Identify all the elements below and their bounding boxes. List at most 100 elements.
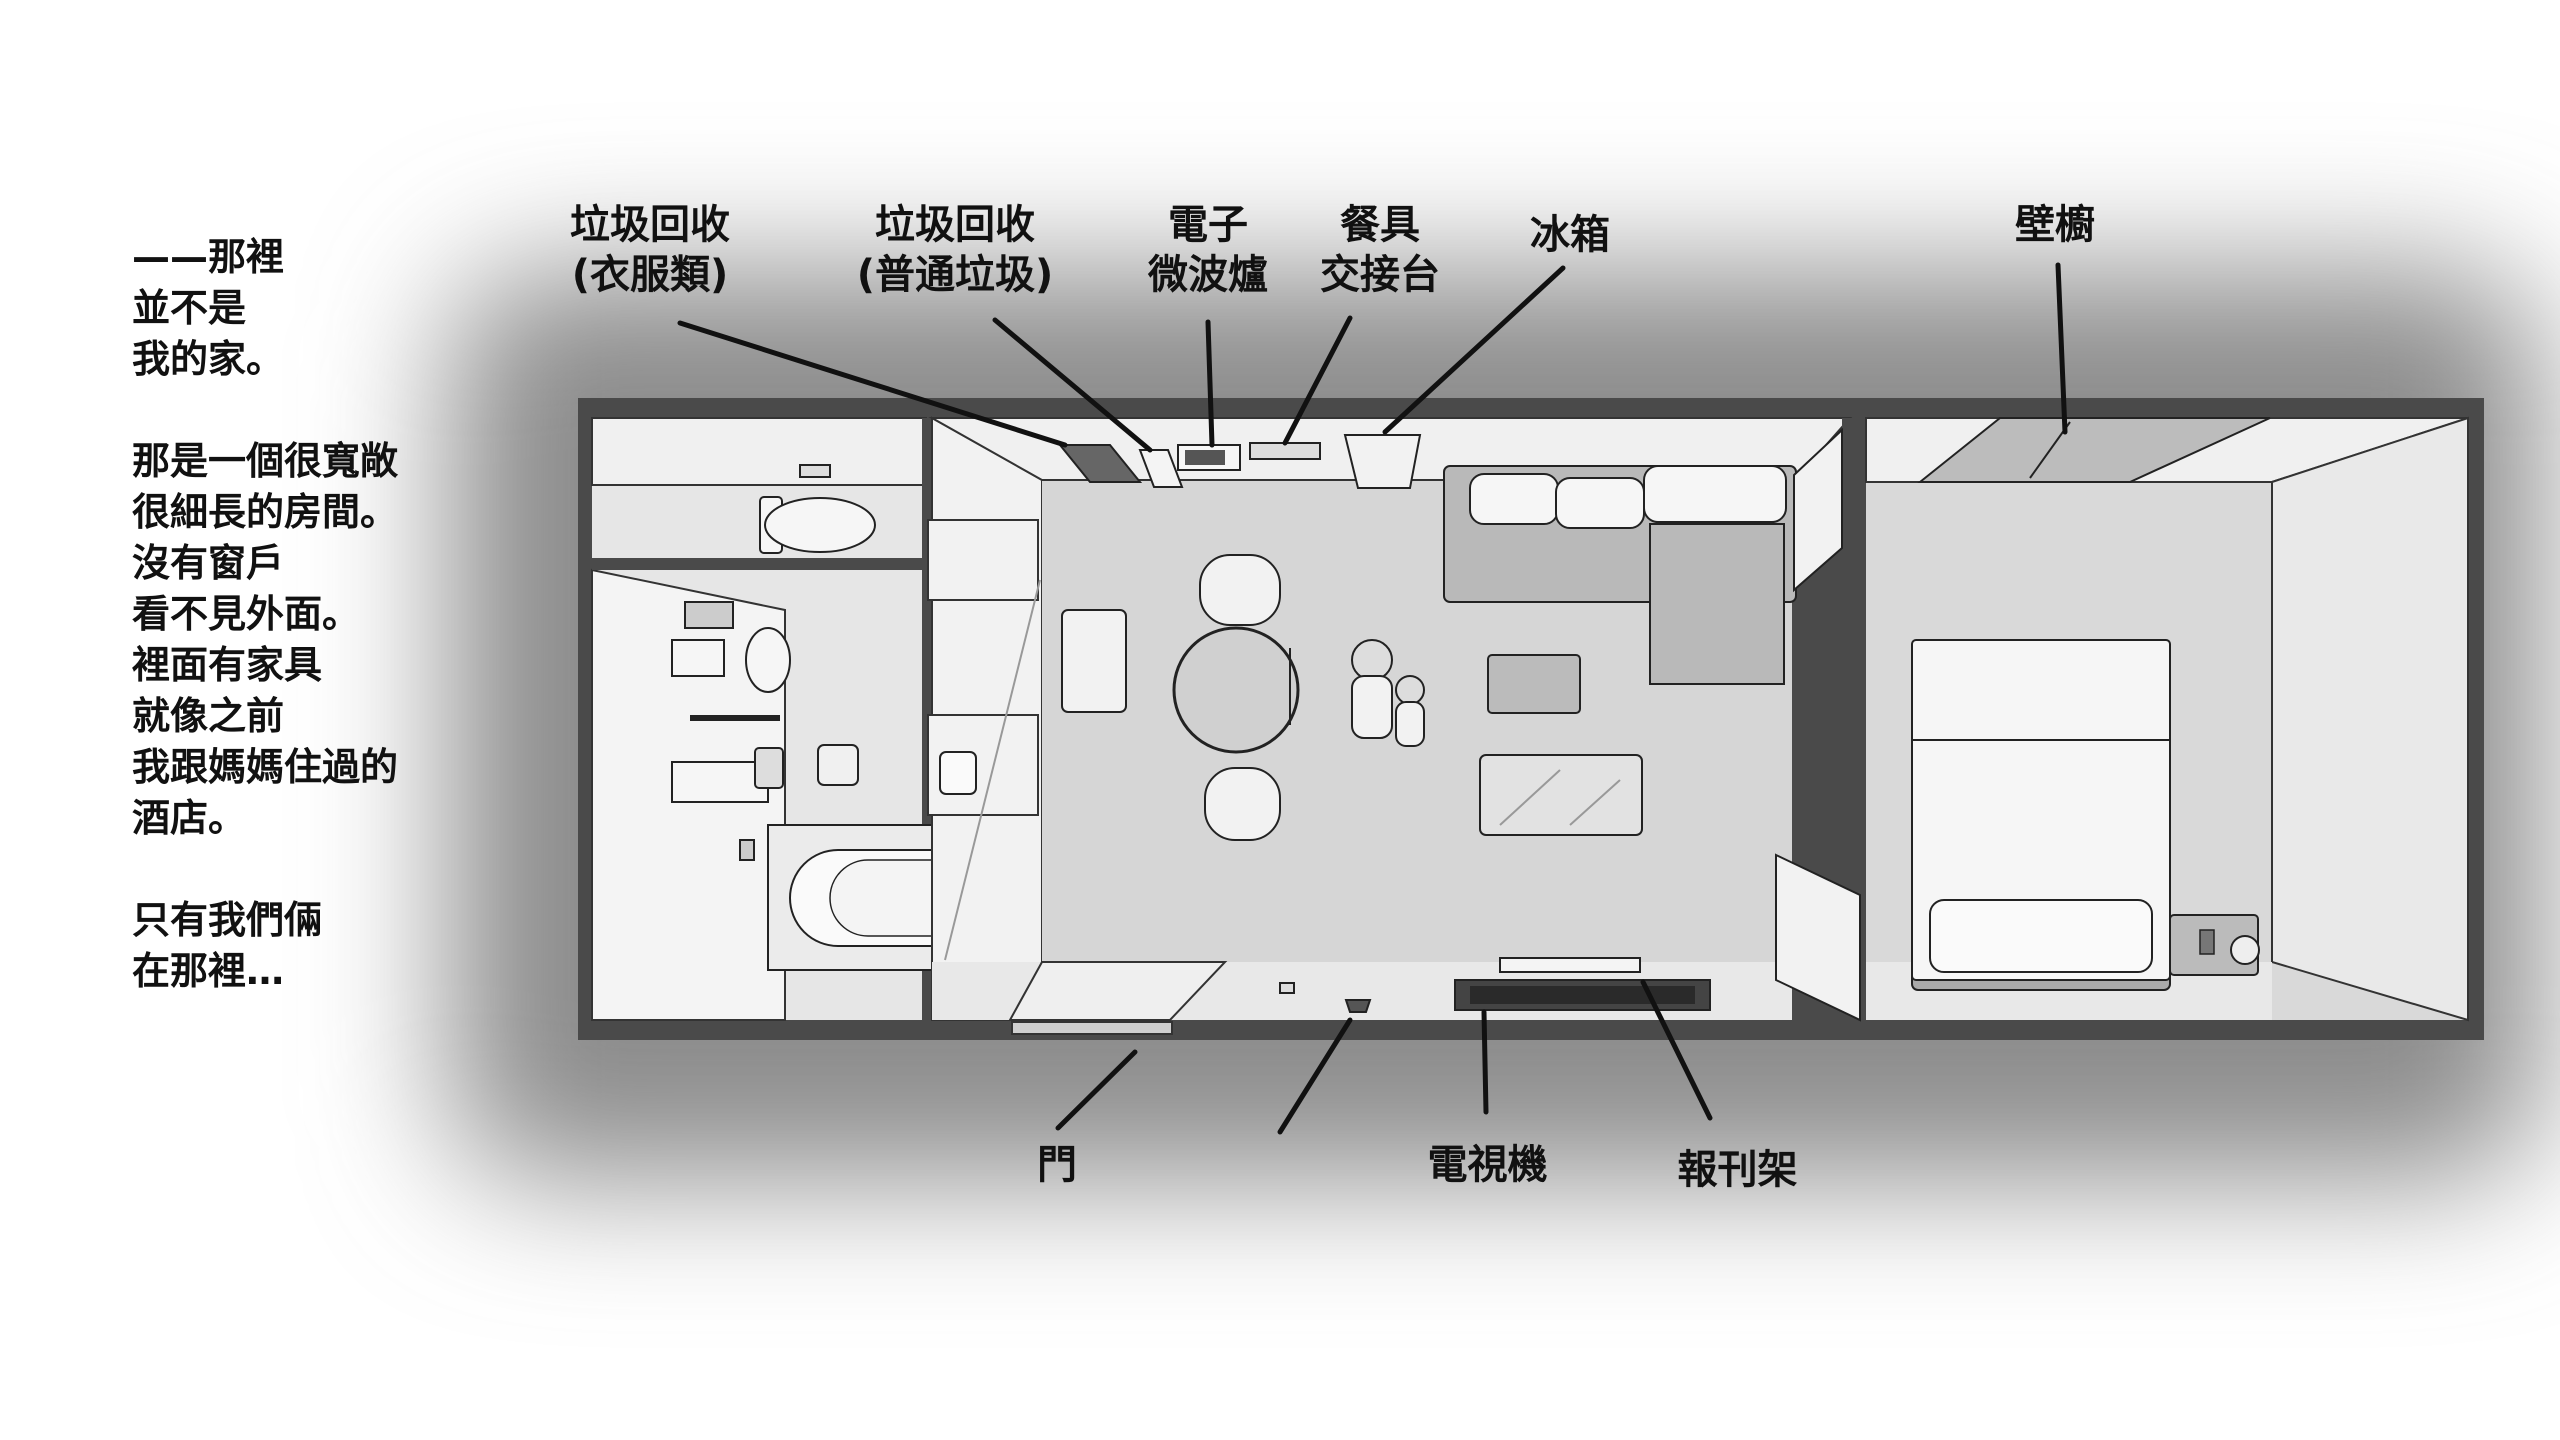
leader-microwave — [1205, 319, 1215, 448]
label-line: 垃圾回收 — [875, 202, 1035, 248]
label-line: (普通垃圾) — [856, 252, 1054, 298]
leader-fridge — [1382, 265, 1566, 435]
coffee-table-shine-1 — [1499, 769, 1561, 826]
narration-line: 只有我們倆 — [132, 898, 323, 942]
shelf — [684, 601, 734, 629]
storage-strip — [927, 416, 1043, 1021]
coffee-table — [1479, 754, 1643, 836]
label-line: 壁櫥 — [2015, 202, 2095, 248]
leader-magazine-rack — [1640, 979, 1713, 1121]
cushion-3 — [1643, 465, 1787, 523]
back-wall-items — [1057, 434, 1422, 489]
narration-line — [132, 844, 532, 895]
living-furniture — [1479, 654, 1643, 836]
entry-step — [1008, 961, 1228, 1021]
figure-child-body — [1395, 701, 1425, 747]
rug — [1487, 654, 1581, 714]
leader-lamp — [1277, 1017, 1353, 1135]
label-line: 門 — [1037, 1142, 1077, 1188]
chair-top — [1199, 554, 1281, 626]
closet-doors — [1917, 417, 2271, 483]
phone — [2199, 929, 2215, 955]
round-table — [1172, 626, 1300, 754]
chair-bottom — [1204, 767, 1281, 841]
door-socket — [1279, 982, 1295, 994]
bed-pillow — [1929, 899, 2153, 973]
cabinet-top — [927, 519, 1039, 601]
label-tv: 電視機 — [1400, 1140, 1575, 1190]
fridge — [1343, 434, 1422, 489]
label-fridge: 冰箱 — [1500, 210, 1640, 260]
figure-mother-head — [1351, 639, 1393, 681]
narration-line: 看不見外面。 — [132, 592, 361, 636]
bed-mattress — [1911, 639, 2171, 981]
toilet-room-wall — [591, 417, 927, 486]
label-closet: 壁櫥 — [1985, 200, 2125, 250]
bath-mat — [817, 744, 859, 786]
recycle-clothes-box — [1057, 444, 1143, 483]
label-line: 報刊架 — [1677, 1147, 1798, 1193]
label-line: 垃圾回收 — [570, 202, 730, 248]
label-door: 門 — [1012, 1140, 1102, 1190]
cushion-2 — [1555, 477, 1645, 529]
label-recycle-clothes: 垃圾回收 (衣服類) — [540, 200, 760, 300]
sink — [745, 627, 791, 693]
bottom-wall-items — [1279, 957, 1711, 1013]
partition-lower — [1775, 853, 1861, 1022]
label-line: (衣服類) — [571, 252, 729, 298]
small-table — [1061, 609, 1127, 713]
tv-screen — [1470, 986, 1695, 1004]
paper-holder — [799, 464, 831, 478]
dining-set — [1061, 554, 1300, 841]
label-dish-counter: 餐具 交接台 — [1300, 200, 1460, 300]
label-line: 微波爐 — [1148, 252, 1268, 298]
nightstand — [2169, 914, 2260, 976]
switch — [739, 839, 755, 861]
figure-mother-body — [1351, 675, 1393, 739]
label-magazine-rack: 報刊架 — [1650, 1145, 1825, 1195]
magazine-rack — [1499, 957, 1641, 973]
leader-closet — [2055, 262, 2068, 435]
two-figures — [1351, 639, 1425, 747]
leader-door — [1055, 1049, 1138, 1131]
sofa — [1443, 465, 1797, 685]
label-line: 電子 — [1168, 202, 1248, 248]
narration-line: 在那裡… — [132, 949, 285, 993]
label-recycle-general: 垃圾回收 (普通垃圾) — [830, 200, 1080, 300]
clock — [2230, 935, 2260, 965]
microwave-door — [1185, 450, 1225, 465]
label-line: 冰箱 — [1530, 212, 1610, 258]
leader-lines — [677, 262, 2068, 1135]
towel — [671, 761, 769, 803]
recycle-general-box — [1138, 449, 1184, 488]
bed — [1911, 639, 2171, 991]
leader-dish-counter — [1282, 315, 1353, 446]
narration-line: 並不是 — [132, 286, 247, 330]
bedroom-wall-right — [2271, 416, 2469, 1022]
narration-line: 我跟媽媽住過的 — [132, 745, 399, 789]
leader-recycle-clothes — [677, 320, 1068, 448]
leader-recycle-general — [992, 317, 1153, 453]
partition-upper — [1793, 427, 1843, 593]
narration-text: ——那裡 並不是 我的家。 那是一個很寬敞 很細長的房間。 沒有窗戶 看不見外面… — [132, 232, 532, 997]
label-microwave: 電子 微波爐 — [1128, 200, 1288, 300]
coffee-table-shine-2 — [1569, 779, 1621, 826]
narration-line: 沒有窗戶 — [132, 541, 285, 585]
narration-line: 我的家。 — [132, 337, 285, 381]
glass-panel — [944, 579, 1041, 961]
label-line: 餐具 — [1340, 202, 1420, 248]
narration-line: 那是一個很寬敞 — [132, 439, 399, 483]
figure-child-head — [1395, 675, 1425, 705]
narration-line: 很細長的房間。 — [132, 490, 399, 534]
narration-line: 就像之前 — [132, 694, 285, 738]
soap-holder — [754, 747, 784, 789]
cushion-1 — [1469, 473, 1559, 525]
bathroom-divider — [592, 558, 926, 570]
sofa-chaise — [1649, 523, 1785, 685]
label-line: 交接台 — [1320, 252, 1440, 298]
leader-tv — [1481, 1009, 1489, 1115]
narration-line — [132, 385, 532, 436]
narration-line: 裡面有家具 — [132, 643, 323, 687]
label-line: 電視機 — [1427, 1142, 1548, 1188]
